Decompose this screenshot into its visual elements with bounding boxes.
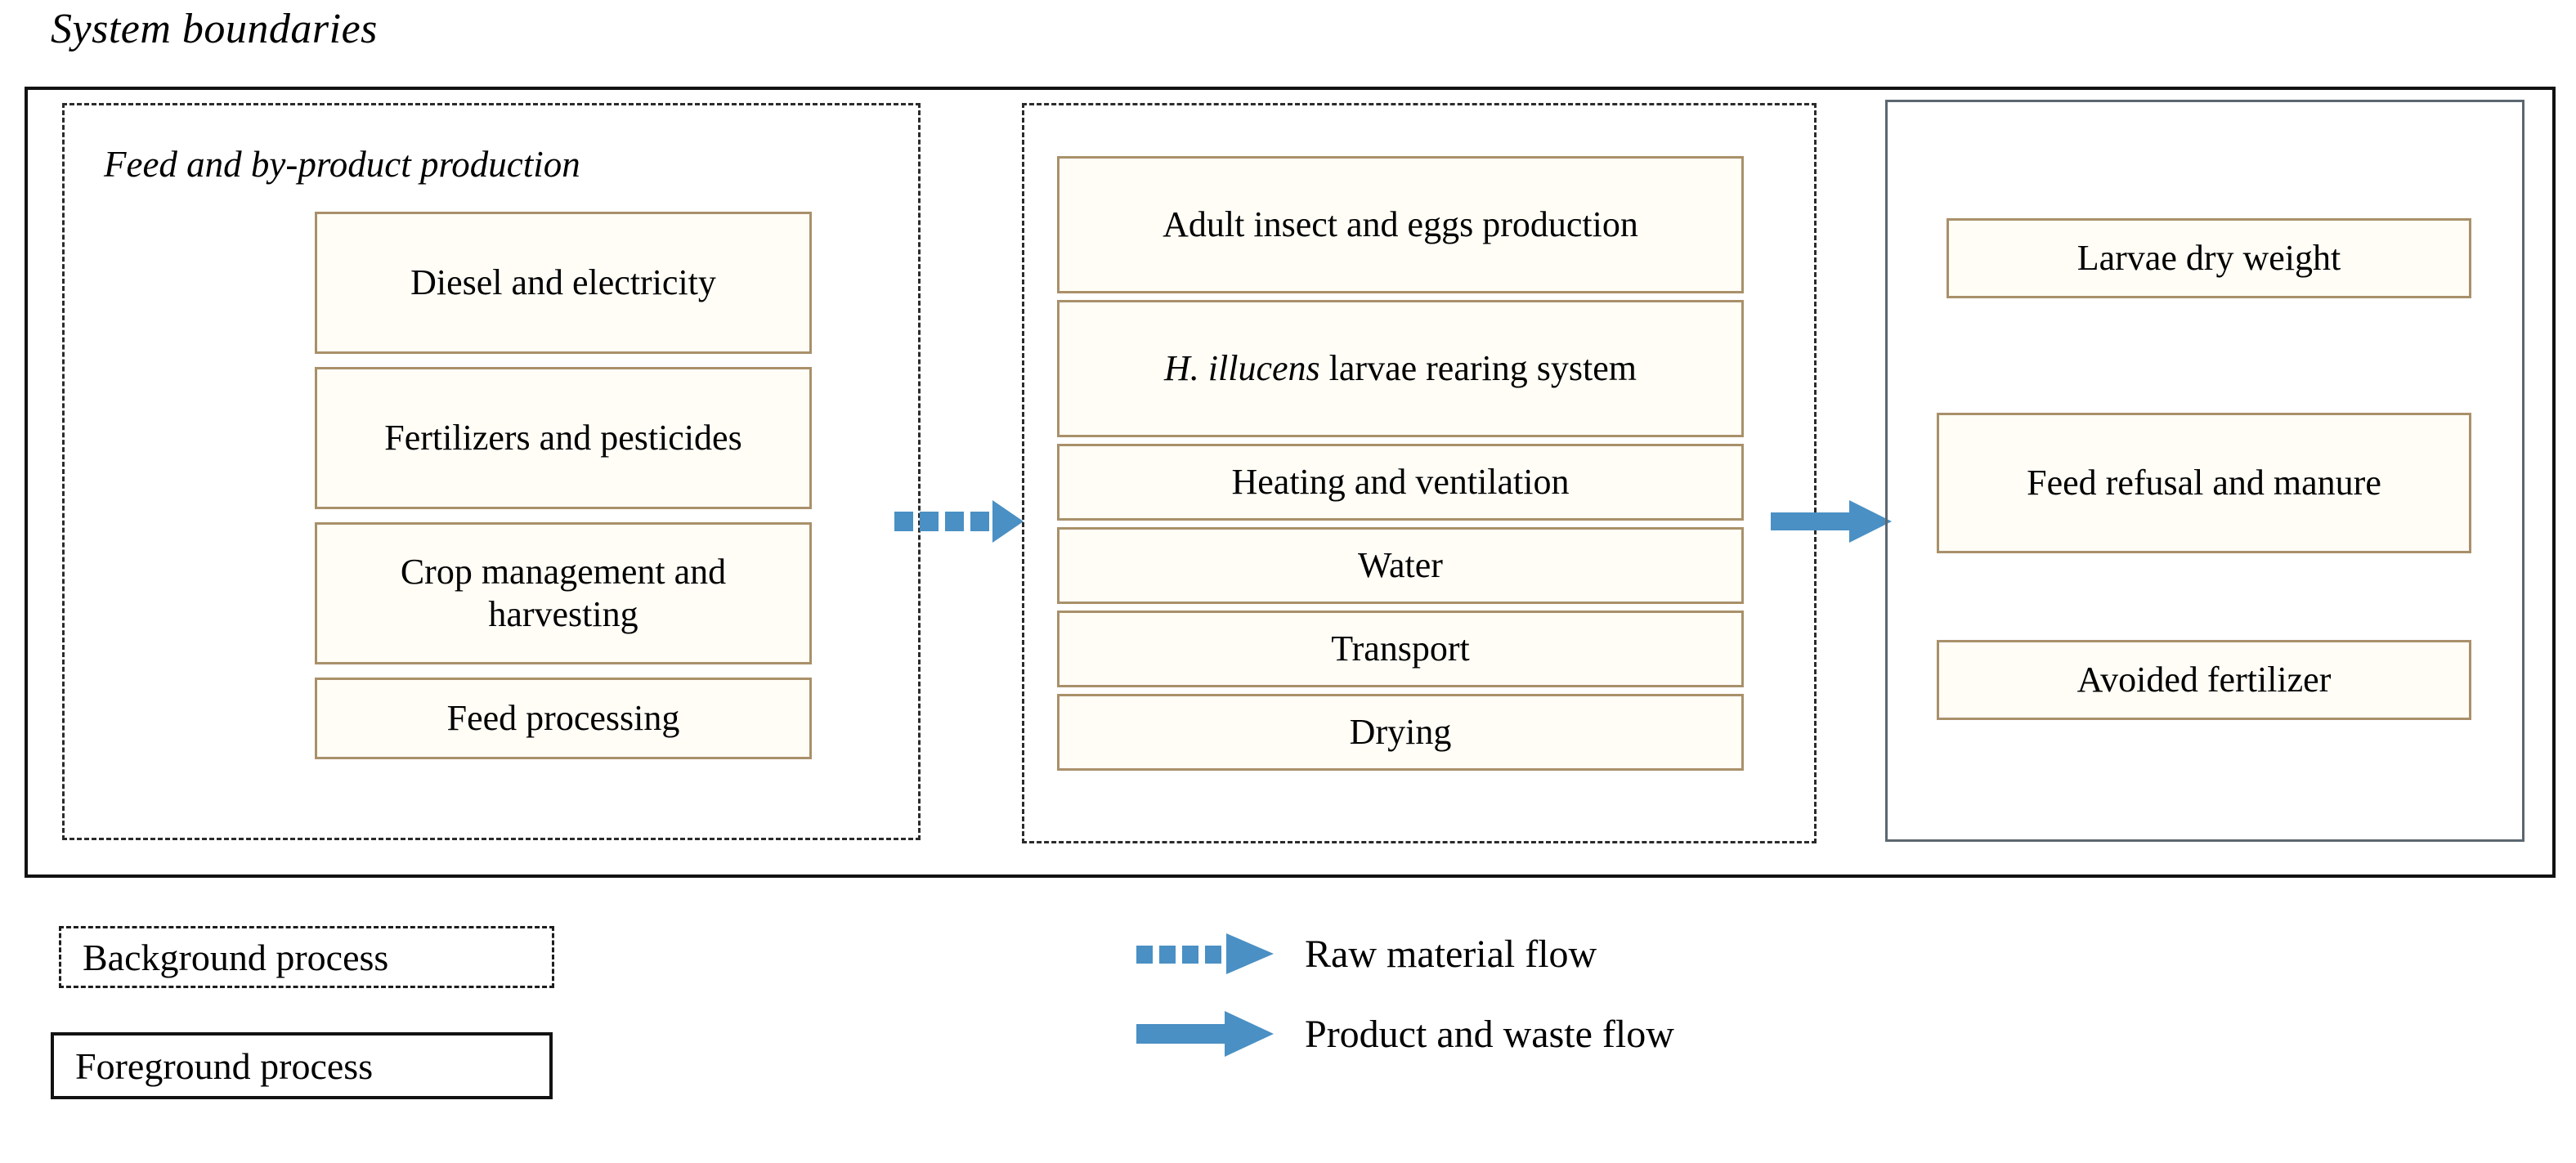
legend-product-and-waste-flow-row: Product and waste flow xyxy=(1136,1008,1674,1060)
legend-raw-material-flow-arrow-icon xyxy=(1136,933,1274,974)
background-process-group-feed: Feed and by-product production Diesel an… xyxy=(62,103,921,840)
process-box-transport[interactable]: Transport xyxy=(1057,611,1744,687)
process-box-larvae-dry-weight[interactable]: Larvae dry weight xyxy=(1947,218,2471,298)
process-box-species-name: H. illucens xyxy=(1164,348,1320,389)
process-box-water[interactable]: Water xyxy=(1057,527,1744,604)
legend-raw-material-flow-row: Raw material flow xyxy=(1136,930,1597,977)
legend-background-process: Background process xyxy=(59,926,554,988)
process-box-crop-management-and-harvesting[interactable]: Crop management and harvesting xyxy=(315,522,812,664)
process-box-drying[interactable]: Drying xyxy=(1057,694,1744,771)
process-box-species-suffix: larvae rearing system xyxy=(1319,348,1637,389)
process-box-feed-refusal-and-manure[interactable]: Feed refusal and manure xyxy=(1937,413,2471,553)
raw-material-flow-arrow xyxy=(894,500,1024,543)
legend-product-and-waste-flow-arrow-icon xyxy=(1136,1011,1274,1057)
process-box-heating-and-ventilation[interactable]: Heating and ventilation xyxy=(1057,444,1744,521)
page-title: System boundaries xyxy=(51,6,378,52)
process-box-adult-insect-and-eggs-production[interactable]: Adult insect and eggs production xyxy=(1057,156,1744,293)
product-and-waste-flow-arrow xyxy=(1771,500,1892,543)
process-box-fertilizers-and-pesticides[interactable]: Fertilizers and pesticides xyxy=(315,367,812,509)
foreground-process-group-outputs: Larvae dry weight Feed refusal and manur… xyxy=(1885,100,2524,842)
legend-raw-material-flow-label: Raw material flow xyxy=(1305,932,1597,976)
process-box-avoided-fertilizer[interactable]: Avoided fertilizer xyxy=(1937,640,2471,720)
legend-foreground-process: Foreground process xyxy=(51,1032,553,1099)
feed-and-by-product-production-title: Feed and by-product production xyxy=(104,144,580,185)
system-boundary-frame: Feed and by-product production Diesel an… xyxy=(25,87,2556,878)
legend-product-and-waste-flow-label: Product and waste flow xyxy=(1305,1012,1674,1056)
process-box-diesel-and-electricity[interactable]: Diesel and electricity xyxy=(315,212,812,354)
legend: Background process Foreground process Ra… xyxy=(0,891,2576,1163)
background-process-group-rearing: Adult insect and eggs production H. illu… xyxy=(1022,103,1817,843)
process-box-feed-processing[interactable]: Feed processing xyxy=(315,678,812,759)
process-box-h-illucens-larvae-rearing-system[interactable]: H. illucens larvae rearing system xyxy=(1057,300,1744,437)
